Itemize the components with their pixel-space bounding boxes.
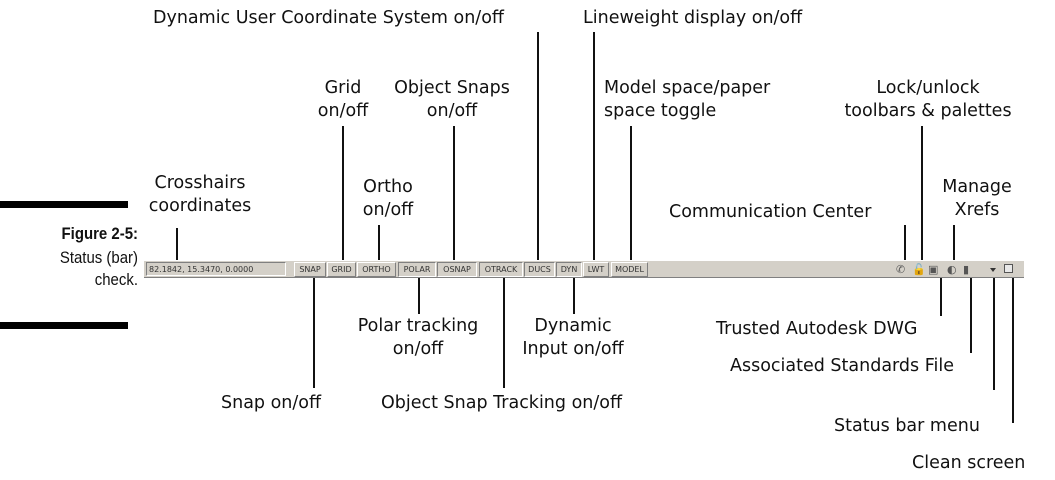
label-polar-tracking-line-1: Polar tracking: [357, 316, 479, 336]
label-dynamic-input-line-1: Dynamic: [534, 316, 612, 336]
label-polar-tracking: Polar tracking on/off: [348, 315, 488, 361]
label-object-snaps: Object Snaps on/off: [377, 77, 527, 123]
label-crosshairs: Crosshairs coordinates: [130, 172, 270, 218]
leader-communication-center: [904, 225, 906, 260]
label-grid-line-1: Grid: [324, 78, 362, 98]
leader-snap: [313, 278, 315, 388]
leader-crosshairs: [176, 228, 178, 260]
label-manage-xrefs: Manage Xrefs: [932, 176, 1022, 222]
manage-xrefs-icon[interactable]: ◐: [947, 263, 957, 276]
lwt-button[interactable]: LWT: [583, 262, 609, 277]
leader-ortho: [378, 225, 380, 260]
label-snap: Snap on/off: [221, 393, 322, 413]
label-object-snaps-line-2: on/off: [426, 101, 478, 121]
caption-rule-top: [0, 201, 128, 208]
label-manage-xrefs-line-2: Xrefs: [954, 200, 1000, 220]
label-communication-center: Communication Center: [669, 202, 872, 222]
label-ortho-line-2: on/off: [362, 200, 414, 220]
label-crosshairs-line-1: Crosshairs: [154, 173, 246, 193]
lock-icon[interactable]: 🔓: [912, 263, 926, 276]
dyn-button[interactable]: DYN: [556, 262, 582, 277]
label-object-snap-tracking: Object Snap Tracking on/off: [381, 393, 623, 413]
label-grid: Grid on/off: [296, 77, 390, 123]
label-trusted-dwg: Trusted Autodesk DWG: [716, 319, 918, 339]
figure-caption-line-1: Status (bar): [59, 248, 138, 267]
ortho-button[interactable]: ORTHO: [357, 262, 396, 277]
leader-model: [630, 126, 632, 260]
leader-polar: [418, 278, 420, 314]
leader-standards: [970, 278, 972, 353]
clean-screen-icon[interactable]: [1004, 264, 1013, 273]
caption-rule-bottom: [0, 322, 128, 329]
leader-otrack: [503, 278, 505, 388]
leader-lwt: [593, 32, 595, 260]
trusted-dwg-icon[interactable]: ▣: [928, 263, 939, 276]
figure-title: Figure 2-5:: [61, 224, 138, 243]
label-lineweight: Lineweight display on/off: [583, 8, 803, 28]
label-grid-line-2: on/off: [317, 101, 369, 121]
polar-button[interactable]: POLAR: [398, 262, 436, 277]
label-standards-file: Associated Standards File: [730, 356, 954, 376]
otrack-button[interactable]: OTRACK: [479, 262, 523, 277]
label-ortho-line-1: Ortho: [363, 177, 413, 197]
status-bar-menu-arrow-icon[interactable]: [990, 268, 996, 272]
label-status-bar-menu: Status bar menu: [834, 416, 980, 436]
label-ortho: Ortho on/off: [348, 176, 428, 222]
label-model-space: Model space/paper space toggle: [604, 77, 770, 123]
label-lock-toolbars-line-2: toolbars & palettes: [844, 101, 1012, 121]
leader-lock: [921, 126, 923, 260]
label-model-space-line-2: space toggle: [604, 101, 717, 121]
leader-osnap: [453, 126, 455, 260]
label-dynamic-input: Dynamic Input on/off: [503, 315, 643, 361]
grid-button[interactable]: GRID: [327, 262, 356, 277]
ducs-button[interactable]: DUCS: [524, 262, 555, 277]
communication-center-icon[interactable]: ✆: [896, 263, 906, 276]
leader-xrefs: [953, 225, 955, 260]
label-dynamic-ucs: Dynamic User Coordinate System on/off: [153, 8, 504, 28]
model-button[interactable]: MODEL: [611, 262, 648, 277]
label-dynamic-input-line-2: Input on/off: [522, 339, 624, 359]
label-lock-toolbars: Lock/unlock toolbars & palettes: [830, 77, 1026, 123]
label-lock-toolbars-line-1: Lock/unlock: [876, 78, 980, 98]
snap-button[interactable]: SNAP: [294, 262, 326, 277]
leader-clean: [1012, 278, 1014, 423]
coordinates-readout[interactable]: 82.1842, 15.3470, 0.0000: [146, 262, 286, 276]
label-manage-xrefs-line-1: Manage: [942, 177, 1012, 197]
label-clean-screen: Clean screen: [912, 453, 1026, 473]
leader-ducs: [537, 32, 539, 260]
leader-menu: [993, 278, 995, 390]
label-object-snaps-line-1: Object Snaps: [394, 78, 510, 98]
label-crosshairs-line-2: coordinates: [148, 196, 252, 216]
leader-dyn: [573, 278, 575, 314]
leader-grid: [342, 126, 344, 260]
figure-caption: Status (bar) check.: [17, 247, 138, 291]
standards-file-icon[interactable]: ▮: [963, 263, 970, 276]
status-bar: 82.1842, 15.3470, 0.0000 SNAP GRID ORTHO…: [144, 260, 1024, 278]
leader-trusted: [940, 278, 942, 316]
label-model-space-line-1: Model space/paper: [604, 78, 771, 98]
label-polar-tracking-line-2: on/off: [392, 339, 444, 359]
osnap-button[interactable]: OSNAP: [437, 262, 477, 277]
figure-caption-line-2: check.: [94, 270, 138, 289]
